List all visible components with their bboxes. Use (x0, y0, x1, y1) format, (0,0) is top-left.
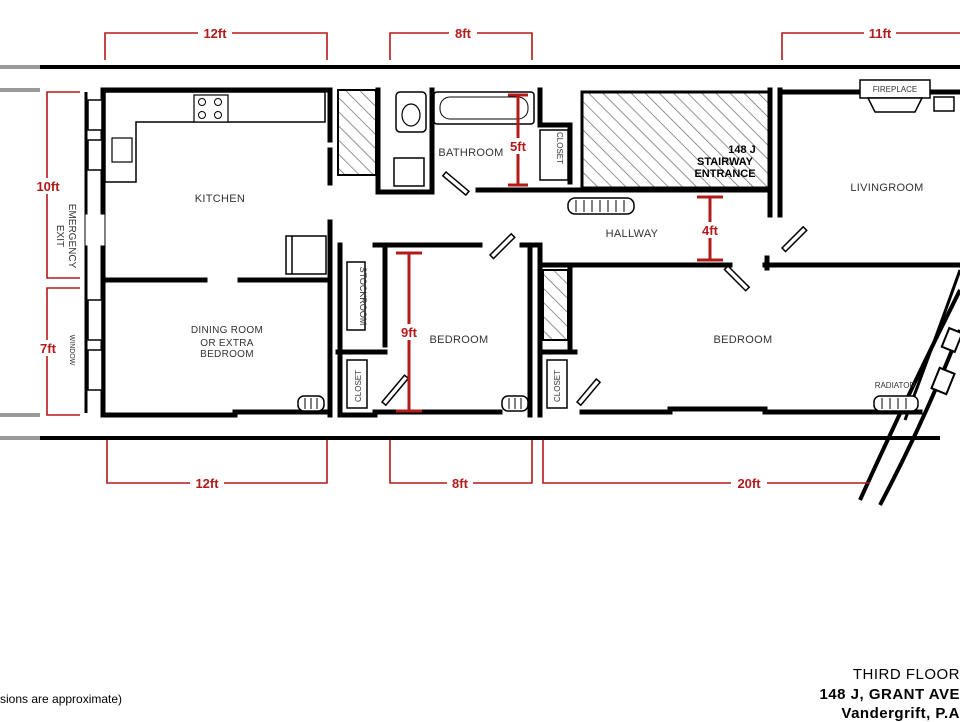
kitchen-counter (104, 91, 326, 183)
room-dining-line2: OR EXTRA (200, 338, 254, 349)
walls (84, 87, 960, 418)
room-dining-line3: BEDROOM (200, 349, 254, 360)
room-stockroom: STOCKROOM (358, 267, 368, 326)
dim-dining-width: 12ft (195, 476, 219, 491)
dim-dining-depth: 7ft (40, 341, 57, 356)
room-bathroom: BATHROOM (438, 147, 503, 159)
dim-kitchen-depth: 10ft (36, 179, 60, 194)
curved-street (858, 269, 960, 506)
dim-kitchen-width: 12ft (203, 26, 227, 41)
radiator-bedroom2 (873, 395, 919, 412)
dim-hall-width: 4ft (702, 223, 719, 238)
room-bedroom-2: BEDROOM (714, 334, 773, 346)
left-windows (85, 99, 105, 391)
room-closet-bedroom2: CLOSET (553, 370, 562, 402)
fireplace (859, 79, 955, 113)
bathroom-fixtures (393, 91, 535, 187)
dim-living-width: 11ft (869, 26, 892, 41)
label-stair-line3: ENTRANCE (694, 168, 755, 180)
footnote: sions are approximate) (0, 692, 123, 706)
room-closet-bath: CLOSET (555, 132, 564, 164)
label-radiator: RADIATOR (875, 381, 916, 390)
footer-city: Vandergrift, P.A (841, 705, 960, 722)
label-stair-line2: STAIRWAY (697, 156, 754, 168)
street-lines (0, 65, 960, 440)
dim-bedroom1-width: 8ft (452, 476, 469, 491)
dim-bedroom2-width: 20ft (737, 476, 761, 491)
room-bedroom-1: BEDROOM (430, 334, 489, 346)
room-hallway: HALLWAY (606, 228, 659, 240)
label-emergency-line1: EMERGENCY (66, 204, 77, 269)
radiator-dining (297, 395, 325, 412)
label-fireplace: FIREPLACE (873, 85, 917, 94)
refrigerator (285, 235, 327, 275)
label-stair-line1: 148 J (728, 144, 756, 156)
radiator-hall (567, 197, 635, 215)
room-livingroom: LIVINGROOM (850, 182, 923, 194)
label-emergency-line2: EXIT (54, 225, 65, 247)
dim-bedroom1-depth: 9ft (401, 325, 418, 340)
footer-floor: THIRD FLOOR (852, 666, 960, 683)
footer-address: 148 J, GRANT AVE (819, 686, 960, 703)
room-closet-bedroom1: CLOSET (354, 370, 363, 402)
radiator-bedroom1 (501, 395, 529, 412)
room-kitchen: KITCHEN (195, 193, 245, 205)
room-dining-line1: DINING ROOM (191, 325, 263, 336)
dim-bath-width: 8ft (455, 26, 472, 41)
dimension-lines (34, 25, 960, 491)
dim-bath-depth: 5ft (510, 139, 527, 154)
label-window: WINDOW (68, 335, 75, 366)
door-swings (346, 129, 808, 409)
